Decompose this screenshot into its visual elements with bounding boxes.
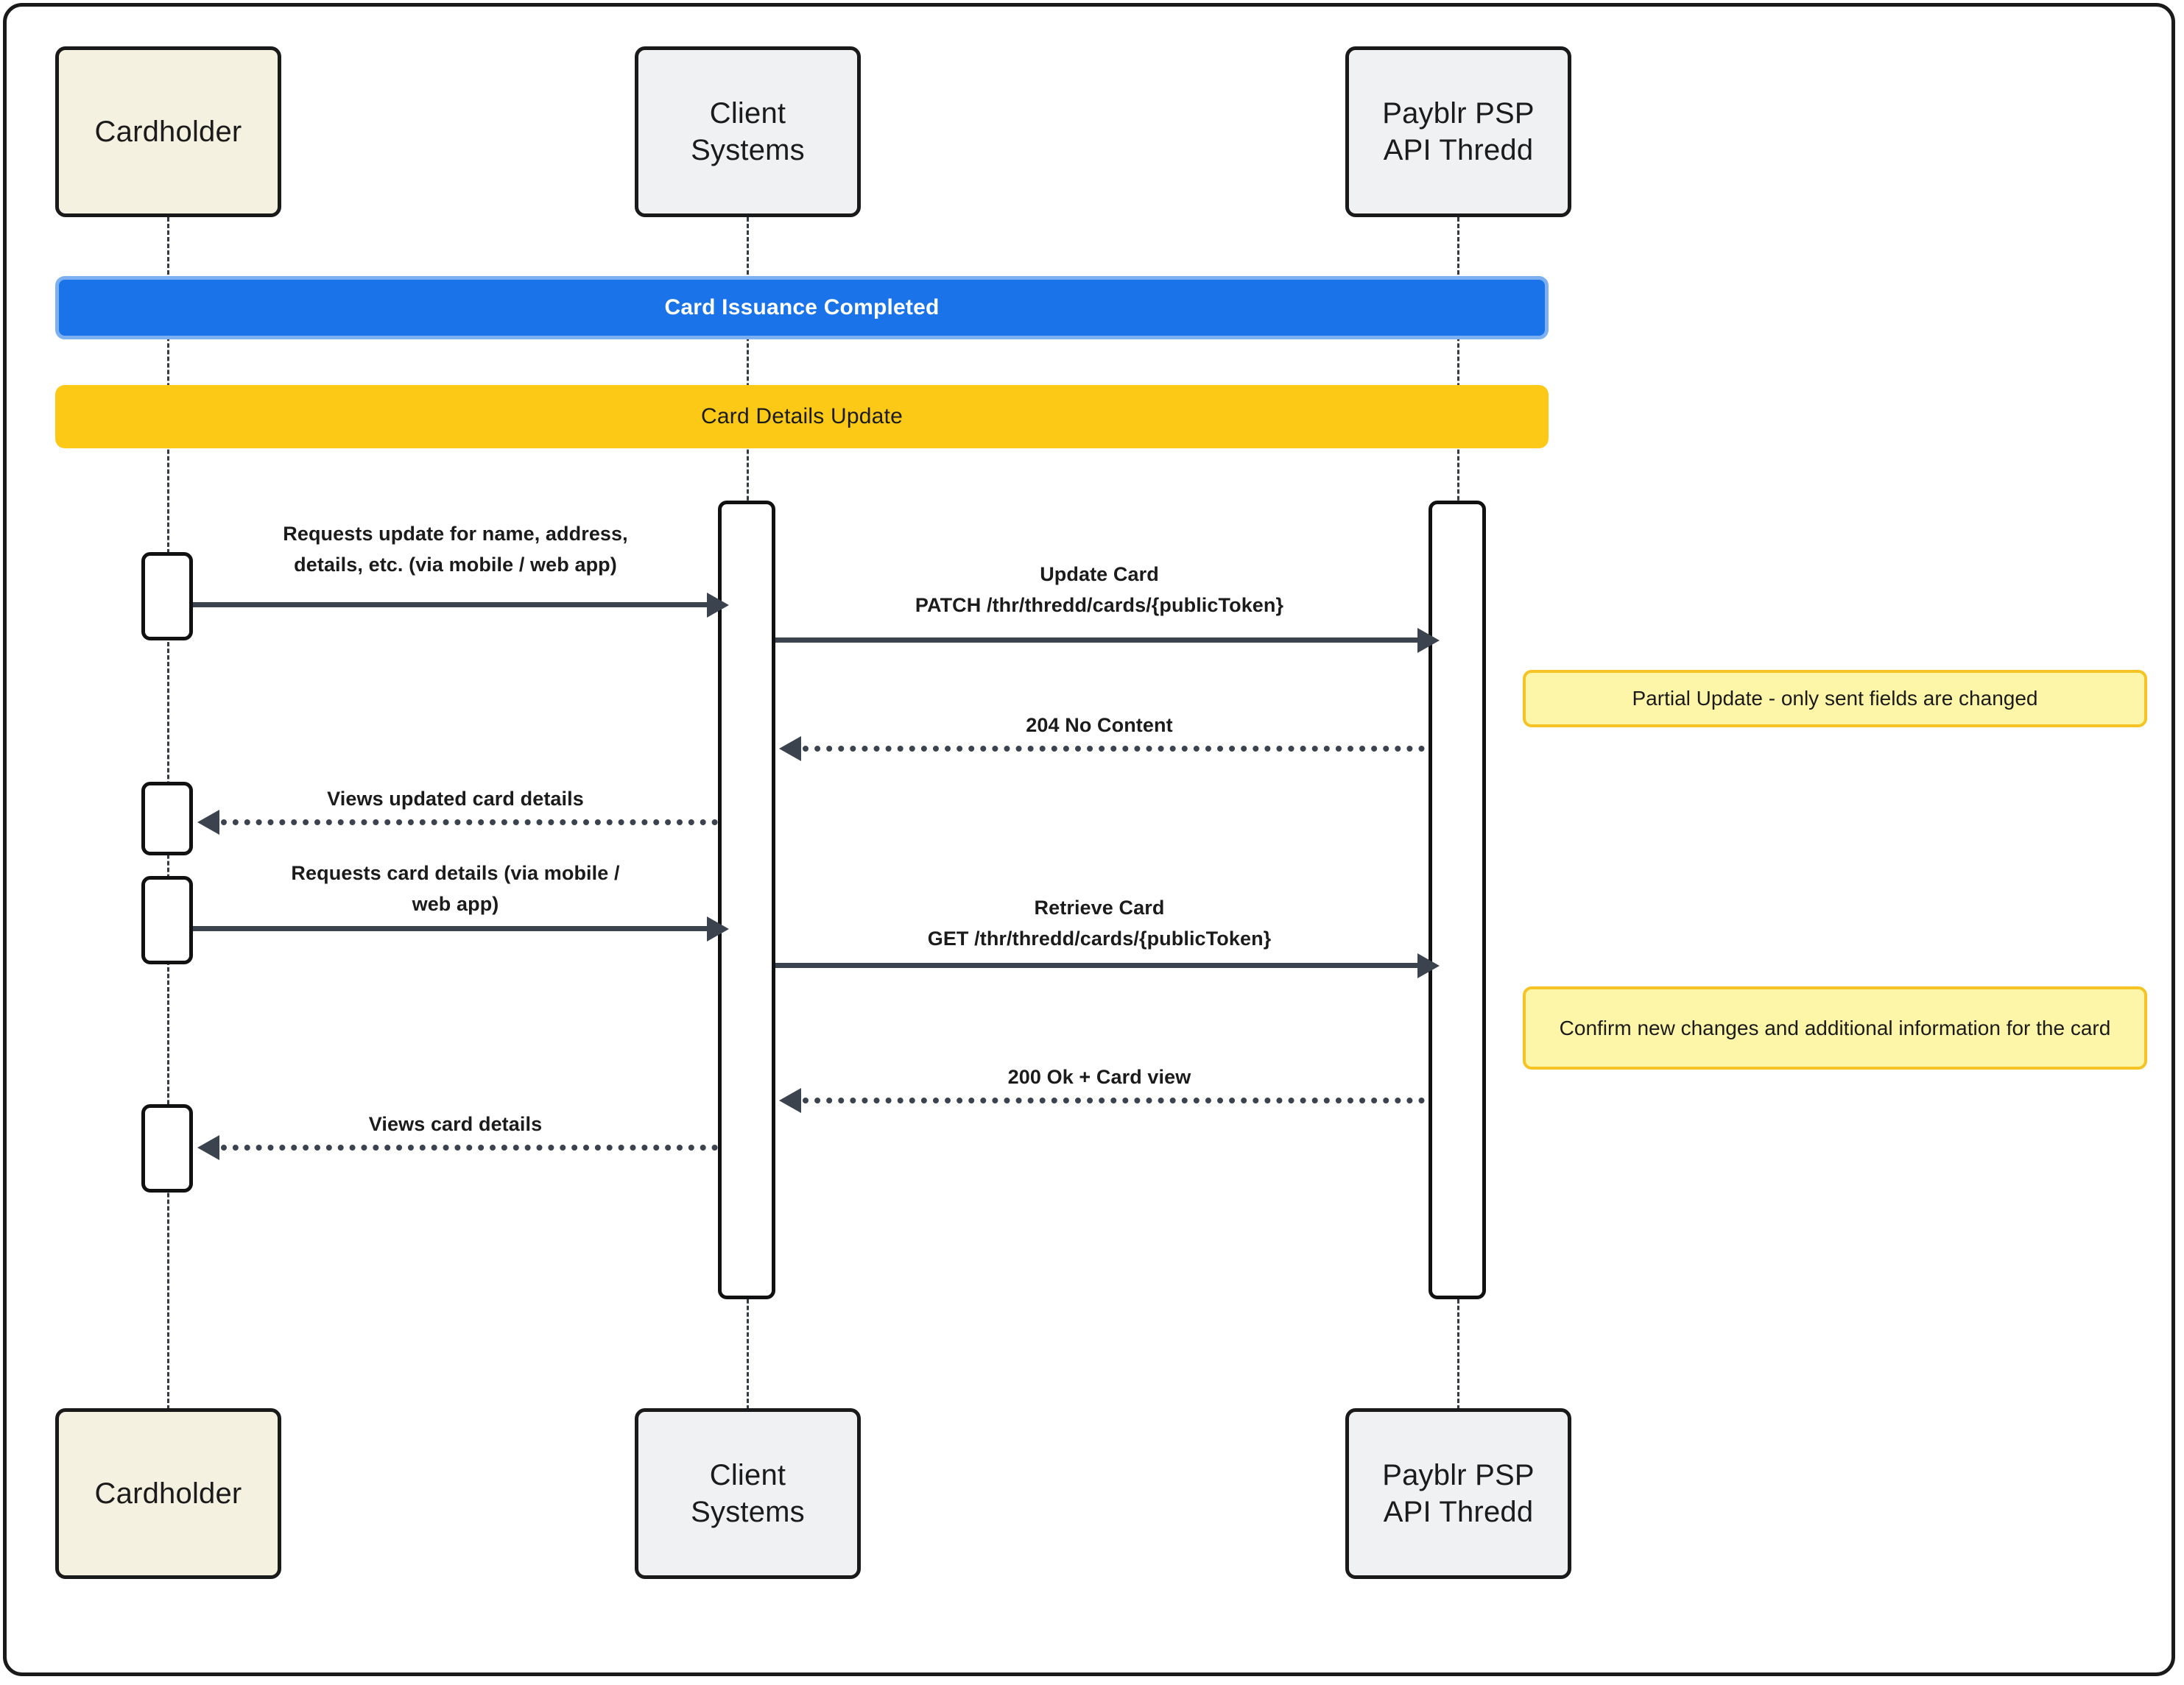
activation-cardholder-2	[141, 782, 193, 855]
activation-cardholder-1	[141, 552, 193, 640]
participant-cardholder-top-label: Cardholder	[94, 116, 242, 148]
message-label-204-no-content: 204 No Content	[1026, 714, 1173, 736]
message-line-requests-update	[193, 602, 712, 607]
message-arrowhead-views-card-details	[197, 1135, 219, 1160]
message-label-requests-update: Requests update for name, address, detai…	[283, 523, 628, 576]
diagram-border	[3, 3, 2175, 1676]
banner-card-issuance-completed: Card Issuance Completed	[55, 276, 1549, 339]
message-label-200-ok-card-view: 200 Ok + Card view	[1007, 1066, 1191, 1088]
message-line-update-card	[775, 637, 1423, 643]
participant-cardholder-bottom[interactable]: Cardholder	[55, 1408, 281, 1579]
message-line-views-card-details	[221, 1145, 718, 1151]
participant-cardholder-top[interactable]: Cardholder	[55, 46, 281, 217]
participant-client-systems-top[interactable]: Client Systems	[635, 46, 861, 217]
message-line-204-no-content	[803, 746, 1425, 752]
message-label-update-card: Update Card PATCH /thr/thredd/cards/{pub…	[915, 563, 1284, 616]
message-line-requests-card-details	[193, 926, 712, 931]
activation-client-systems	[718, 501, 775, 1299]
participant-client-systems-top-label: Client Systems	[691, 97, 805, 166]
banner-card-details-update-label: Card Details Update	[701, 404, 903, 428]
banner-card-details-update: Card Details Update	[55, 385, 1549, 448]
note-partial-update-text: Partial Update - only sent fields are ch…	[1632, 687, 2038, 710]
participant-client-systems-bottom-label: Client Systems	[691, 1459, 805, 1528]
message-arrowhead-update-card	[1417, 628, 1440, 653]
participant-cardholder-bottom-label: Cardholder	[94, 1477, 242, 1510]
message-label-views-card-details: Views card details	[368, 1113, 543, 1135]
participant-payblr-psp-top-label: Payblr PSP API Thredd	[1382, 97, 1535, 166]
message-label-requests-card-details: Requests card details (via mobile / web …	[291, 862, 620, 915]
activation-cardholder-3	[141, 876, 193, 964]
message-label-views-updated-card-details: Views updated card details	[327, 788, 584, 810]
participant-client-systems-bottom[interactable]: Client Systems	[635, 1408, 861, 1579]
message-line-views-updated-card-details	[221, 819, 718, 825]
message-arrowhead-204-no-content	[779, 736, 801, 761]
note-partial-update: Partial Update - only sent fields are ch…	[1523, 670, 2147, 727]
message-arrowhead-views-updated-card-details	[197, 810, 219, 835]
message-arrowhead-200-ok-card-view	[779, 1088, 801, 1113]
activation-payblr-psp	[1429, 501, 1486, 1299]
banner-card-issuance-completed-label: Card Issuance Completed	[664, 295, 940, 319]
message-line-retrieve-card	[775, 963, 1423, 968]
message-arrowhead-requests-update	[707, 593, 729, 618]
message-arrowhead-retrieve-card	[1417, 953, 1440, 978]
note-confirm-changes: Confirm new changes and additional infor…	[1523, 986, 2147, 1070]
activation-cardholder-4	[141, 1104, 193, 1193]
note-confirm-changes-text: Confirm new changes and additional infor…	[1559, 1016, 2111, 1039]
participant-payblr-psp-top[interactable]: Payblr PSP API Thredd	[1345, 46, 1571, 217]
participant-payblr-psp-bottom[interactable]: Payblr PSP API Thredd	[1345, 1408, 1571, 1579]
participant-payblr-psp-bottom-label: Payblr PSP API Thredd	[1382, 1459, 1535, 1528]
message-label-retrieve-card: Retrieve Card GET /thr/thredd/cards/{pub…	[927, 897, 1272, 950]
message-line-200-ok-card-view	[803, 1098, 1425, 1103]
message-arrowhead-requests-card-details	[707, 916, 729, 942]
